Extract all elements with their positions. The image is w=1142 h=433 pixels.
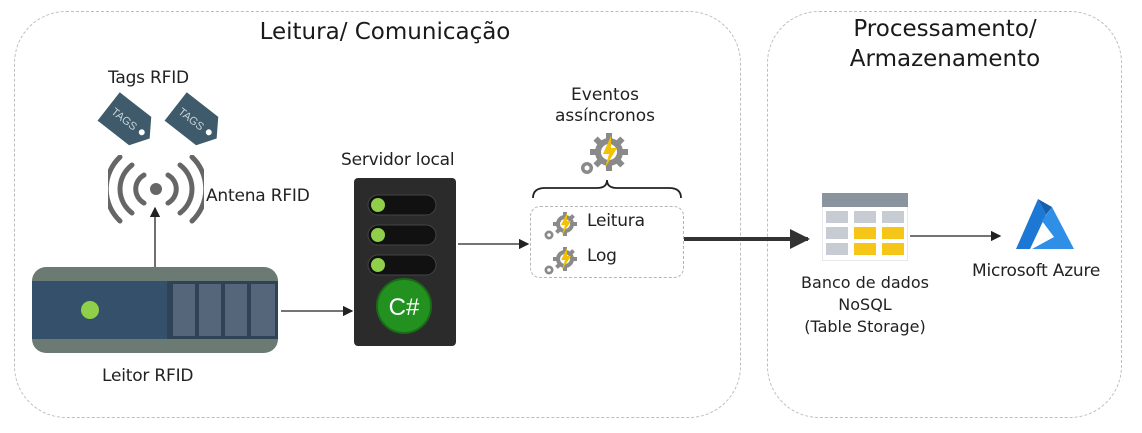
antenna-label: Antena RFID <box>206 186 310 206</box>
azure-label: Microsoft Azure <box>972 261 1101 281</box>
antenna-icon <box>108 155 204 224</box>
processing-region-title-line2: Armazenamento <box>849 46 1041 72</box>
events-label-line1: Eventos <box>571 85 639 105</box>
tag-icon: TAGS <box>97 92 152 146</box>
reader-device-icon <box>32 267 278 353</box>
processing-region <box>767 11 1122 418</box>
server-label: Servidor local <box>341 150 455 170</box>
server-icon: C# <box>354 178 456 346</box>
processing-region-title-line1: Processamento/ <box>853 16 1037 42</box>
database-label-line3: (Table Storage) <box>804 317 926 336</box>
tags-label: Tags RFID <box>108 68 189 88</box>
reading-region-title: Leitura/ Comunicação <box>259 19 511 45</box>
csharp-badge: C# <box>389 294 420 321</box>
events-gear-icon <box>581 133 628 174</box>
database-label-line2: NoSQL <box>838 295 892 314</box>
event-item-reading: Leitura <box>587 211 645 231</box>
reader-label: Leitor RFID <box>102 366 194 386</box>
event-item-log: Log <box>587 246 617 266</box>
reading-region <box>14 11 741 418</box>
reader-led <box>81 301 99 319</box>
event-gear-icon <box>544 212 577 240</box>
tag-icon: TAGS <box>164 92 219 146</box>
azure-logo-icon <box>1016 199 1074 249</box>
database-label-line1: Banco de dados <box>801 273 929 292</box>
events-label-line2: assíncronos <box>554 106 656 126</box>
event-gear-icon <box>544 247 577 275</box>
events-brace-icon <box>532 179 682 199</box>
table-storage-icon <box>822 193 908 261</box>
